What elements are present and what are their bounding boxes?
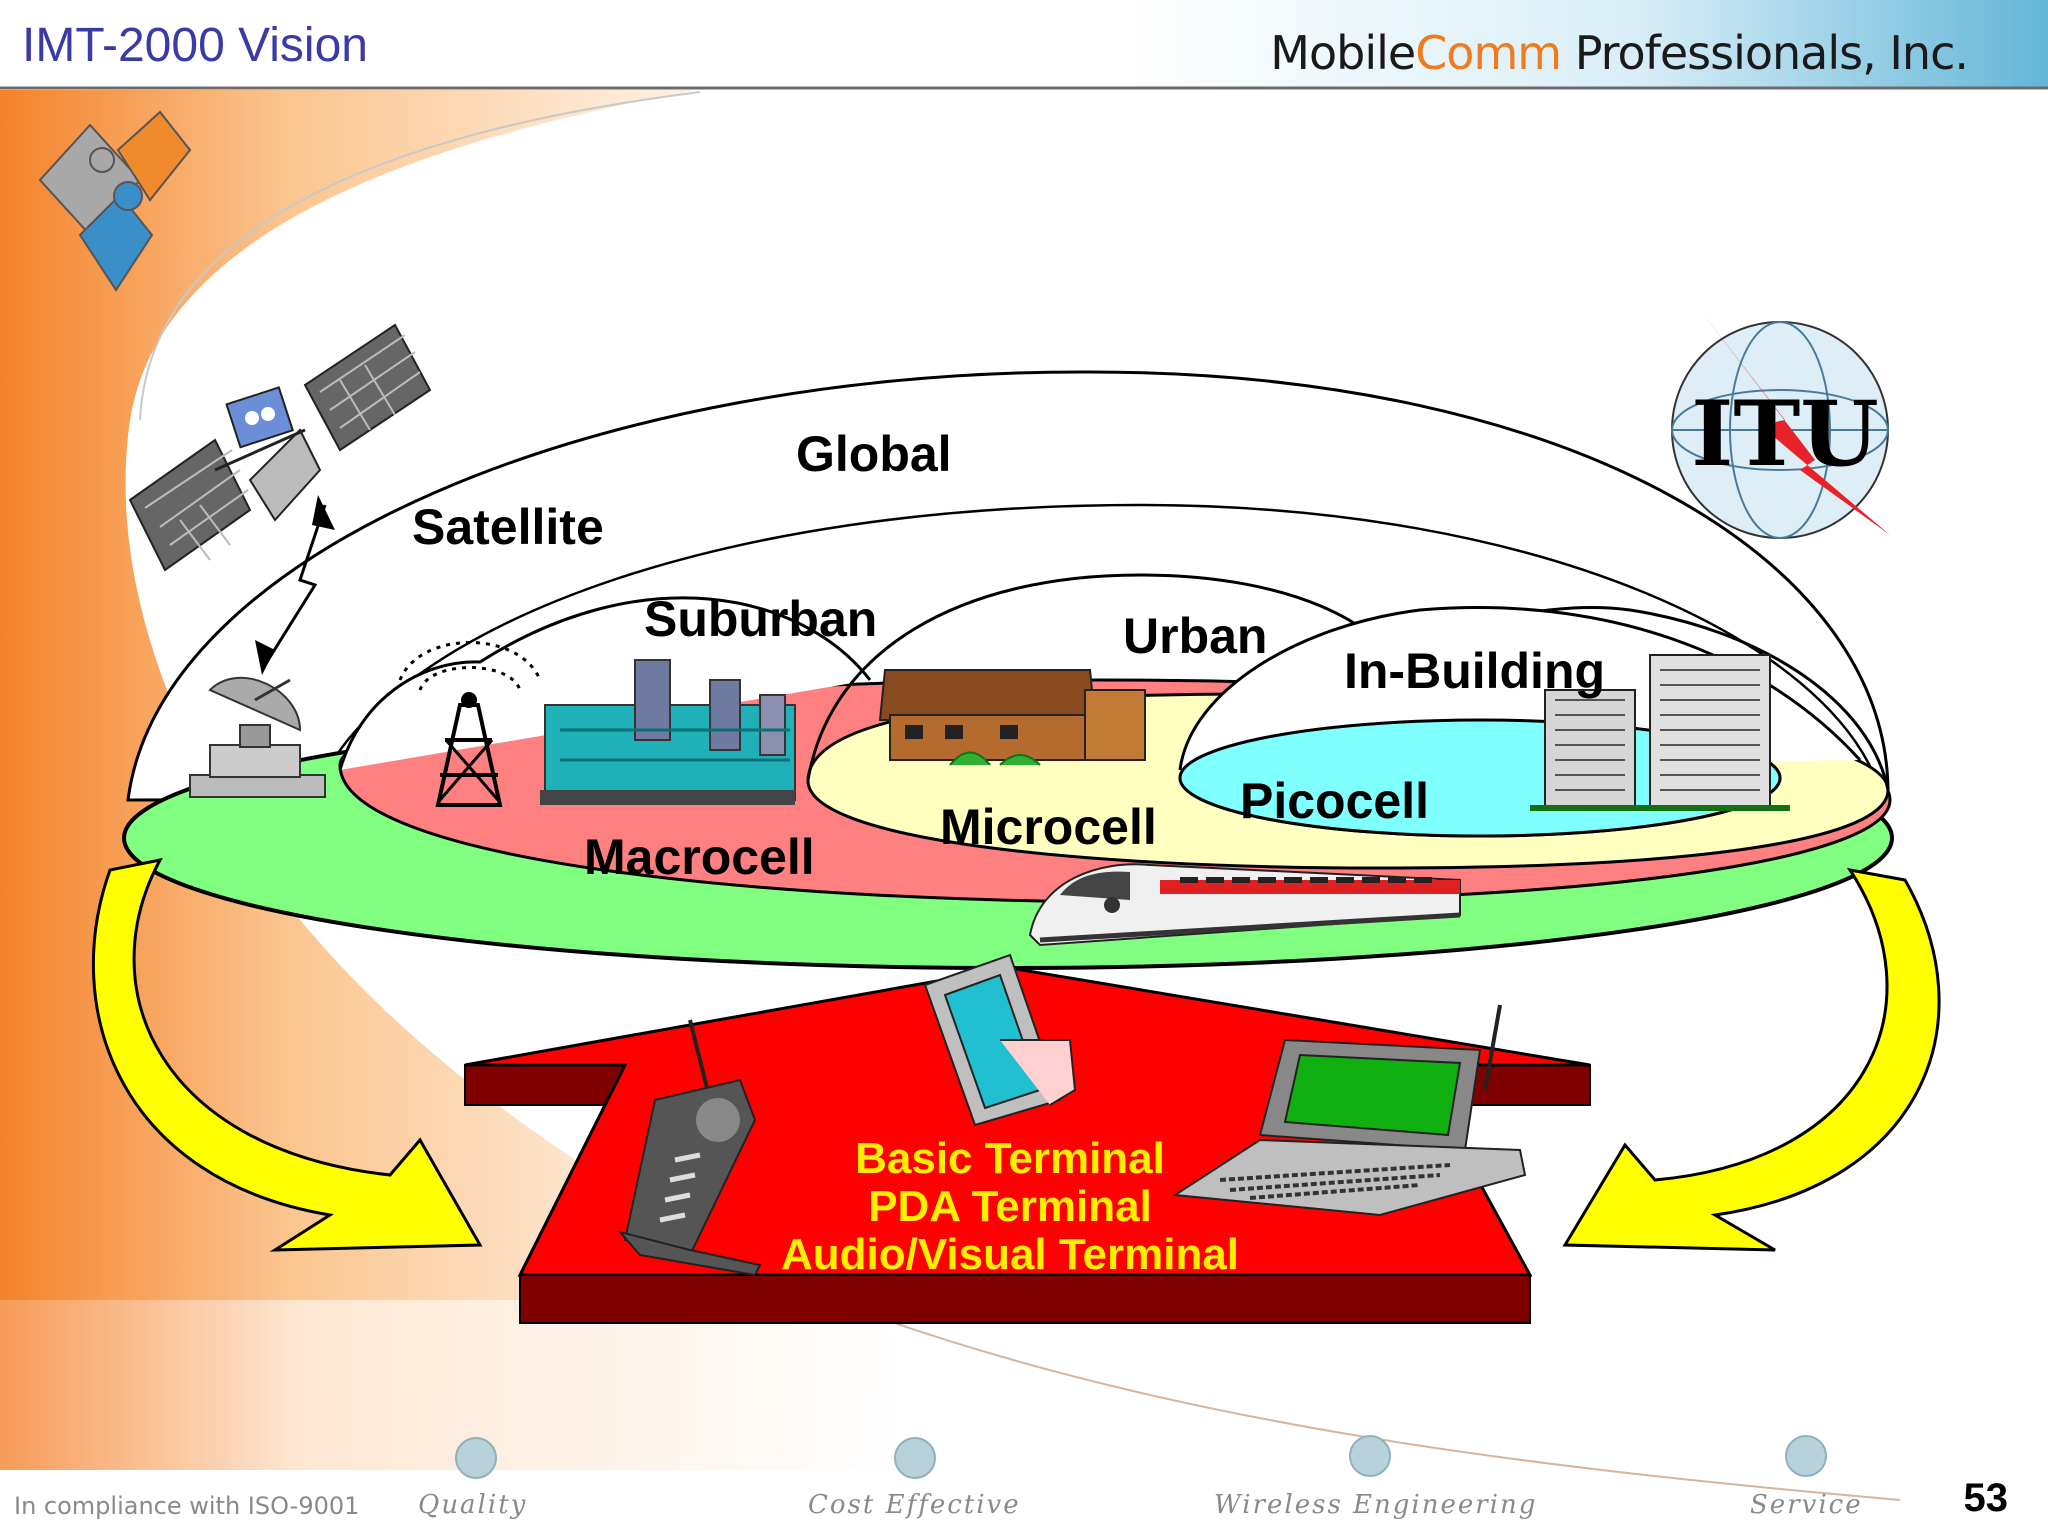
terminal-pda: PDA Terminal xyxy=(868,1182,1152,1231)
puzzle-logo-icon xyxy=(38,110,192,292)
radio-tower-icon xyxy=(398,641,542,807)
suburban-dome xyxy=(338,596,872,771)
footer-swoosh xyxy=(0,1300,1500,1470)
page-number: 53 xyxy=(1963,1476,2009,1520)
label-suburban: Suburban xyxy=(644,591,878,647)
house-icon xyxy=(878,669,1146,766)
terminal-audio-visual: Audio/Visual Terminal xyxy=(780,1230,1240,1279)
label-in-building: In-Building xyxy=(1344,643,1606,699)
factory-icon xyxy=(540,659,796,805)
satellite-dome xyxy=(328,503,1882,791)
pda-icon xyxy=(923,953,1077,1127)
footer-value-wireless-engineering: Wireless Engineering xyxy=(1214,1490,1538,1520)
itu-logo-icon xyxy=(1671,310,1890,539)
right-yellow-arrow xyxy=(1562,867,1941,1252)
brand-logo: MobileComm Professionals, Inc. xyxy=(1270,26,1969,80)
footer-value-service: Service xyxy=(1750,1490,1863,1520)
swoosh-outline xyxy=(139,91,701,421)
label-picocell: Picocell xyxy=(1240,773,1429,829)
office-buildings-icon xyxy=(1530,654,1790,811)
gear-icon xyxy=(455,1437,497,1479)
gear-icon xyxy=(894,1437,936,1479)
iso-compliance-note: In compliance with ISO-9001 xyxy=(14,1492,360,1520)
slide-title: IMT-2000 Vision xyxy=(22,19,368,72)
brand-name-suffix: Professionals, Inc. xyxy=(1561,26,1969,80)
left-yellow-arrow xyxy=(91,857,483,1252)
itu-logo-text: ITU xyxy=(1691,381,1879,487)
train-icon xyxy=(1028,863,1461,947)
label-urban: Urban xyxy=(1123,608,1268,664)
satellite-dish-icon xyxy=(189,676,326,798)
cell-phone-icon xyxy=(617,1019,762,1277)
terminal-basic: Basic Terminal xyxy=(855,1134,1165,1183)
platform-base xyxy=(519,1274,1531,1324)
gear-icon xyxy=(1785,1435,1827,1477)
uplink-arrow-icon xyxy=(255,495,335,675)
label-satellite: Satellite xyxy=(412,499,604,555)
label-microcell: Microcell xyxy=(940,799,1157,855)
laptop-icon xyxy=(1172,1004,1527,1217)
footer-value-quality: Quality xyxy=(418,1490,528,1520)
label-global: Global xyxy=(796,426,952,482)
label-macrocell: Macrocell xyxy=(584,829,815,885)
footer-value-cost-effective: Cost Effective xyxy=(808,1490,1021,1520)
brand-name-part: Mobile xyxy=(1270,26,1416,80)
gear-icon xyxy=(1349,1435,1391,1477)
brand-name-accent: Comm xyxy=(1415,26,1562,80)
header-bar xyxy=(0,0,2048,88)
swoosh-outline-bottom xyxy=(829,1299,1901,1501)
orange-swoosh xyxy=(0,90,820,1300)
satellite-icon xyxy=(128,323,432,572)
